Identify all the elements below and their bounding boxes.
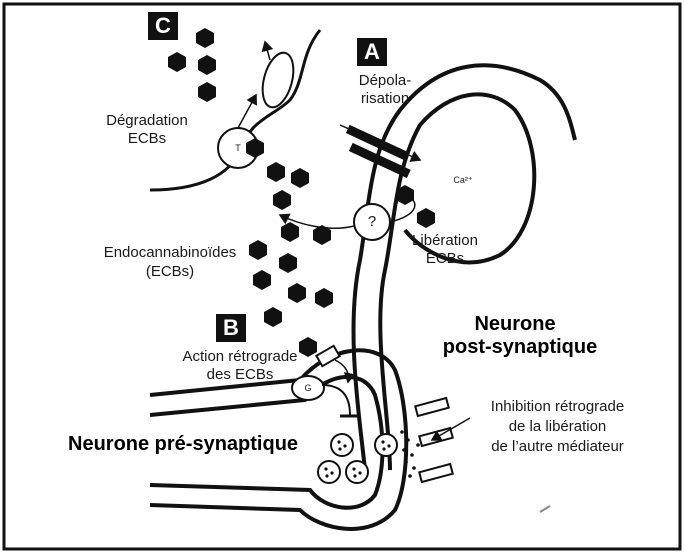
post-synaptic-title-2: post-synaptique	[440, 335, 600, 359]
depolarisation-label-2: risation	[340, 90, 430, 108]
ecb-hexagon	[291, 168, 309, 188]
vesicle	[375, 434, 397, 456]
liberation-label-1: Libération	[395, 232, 495, 250]
synaptic-vesicles	[318, 434, 397, 483]
ecb-hexagon	[417, 208, 435, 228]
inhibition-signal	[322, 385, 350, 415]
tag-b: B	[216, 314, 246, 342]
ecb-hexagon	[198, 55, 216, 75]
degradation-label-2: ECBs	[92, 130, 202, 148]
ecb-hexagon	[196, 28, 214, 48]
ecb-hexagon	[168, 52, 186, 72]
liberation-label-2: ECBs	[395, 250, 495, 268]
ecb-hexagon	[279, 253, 297, 273]
vesicle	[346, 461, 368, 483]
degradation-label-1: Dégradation	[92, 112, 202, 130]
ecb-hexagon	[315, 288, 333, 308]
g-protein-label: G	[298, 383, 318, 393]
ecb-hexagon	[267, 162, 285, 182]
calcium-label: Ca²⁺	[448, 175, 478, 185]
tag-a: A	[357, 38, 387, 66]
ecb-hexagon	[264, 307, 282, 327]
ecb-hexagon	[288, 283, 306, 303]
ecb-hexagon	[273, 190, 291, 210]
endocannabinoides-label-2: (ECBs)	[95, 263, 245, 281]
post-synaptic-title-1: Neurone	[440, 312, 590, 336]
ecb-hexagon	[198, 82, 216, 102]
inhibition-label-1: Inhibition rétrograde	[470, 398, 645, 416]
post-receptor	[419, 464, 452, 482]
inhibition-label-3: de l’autre médiateur	[470, 438, 645, 456]
degradation-arrow	[238, 95, 256, 128]
depolarisation-label-1: Dépola-	[340, 72, 430, 90]
post-receptor	[415, 398, 448, 416]
inhibition-label-2: de la libération	[470, 418, 645, 436]
vesicle	[331, 434, 353, 456]
transporter-label: T	[228, 143, 248, 153]
action-label-2: des ECBs	[165, 366, 315, 384]
pre-synaptic-title: Neurone pré-synaptique	[68, 432, 328, 456]
vesicle	[318, 461, 340, 483]
endocannabinoides-label-1: Endocannabinoïdes	[95, 244, 245, 262]
tag-c: C	[148, 12, 178, 40]
ecb-hexagon	[253, 270, 271, 290]
action-label-1: Action rétrograde	[165, 348, 315, 366]
ecb-hexagon	[281, 222, 299, 242]
question-label: ?	[362, 213, 382, 231]
uptake-loop	[257, 49, 299, 110]
cb1-receptor	[316, 346, 339, 366]
ecb-hexagon	[249, 240, 267, 260]
